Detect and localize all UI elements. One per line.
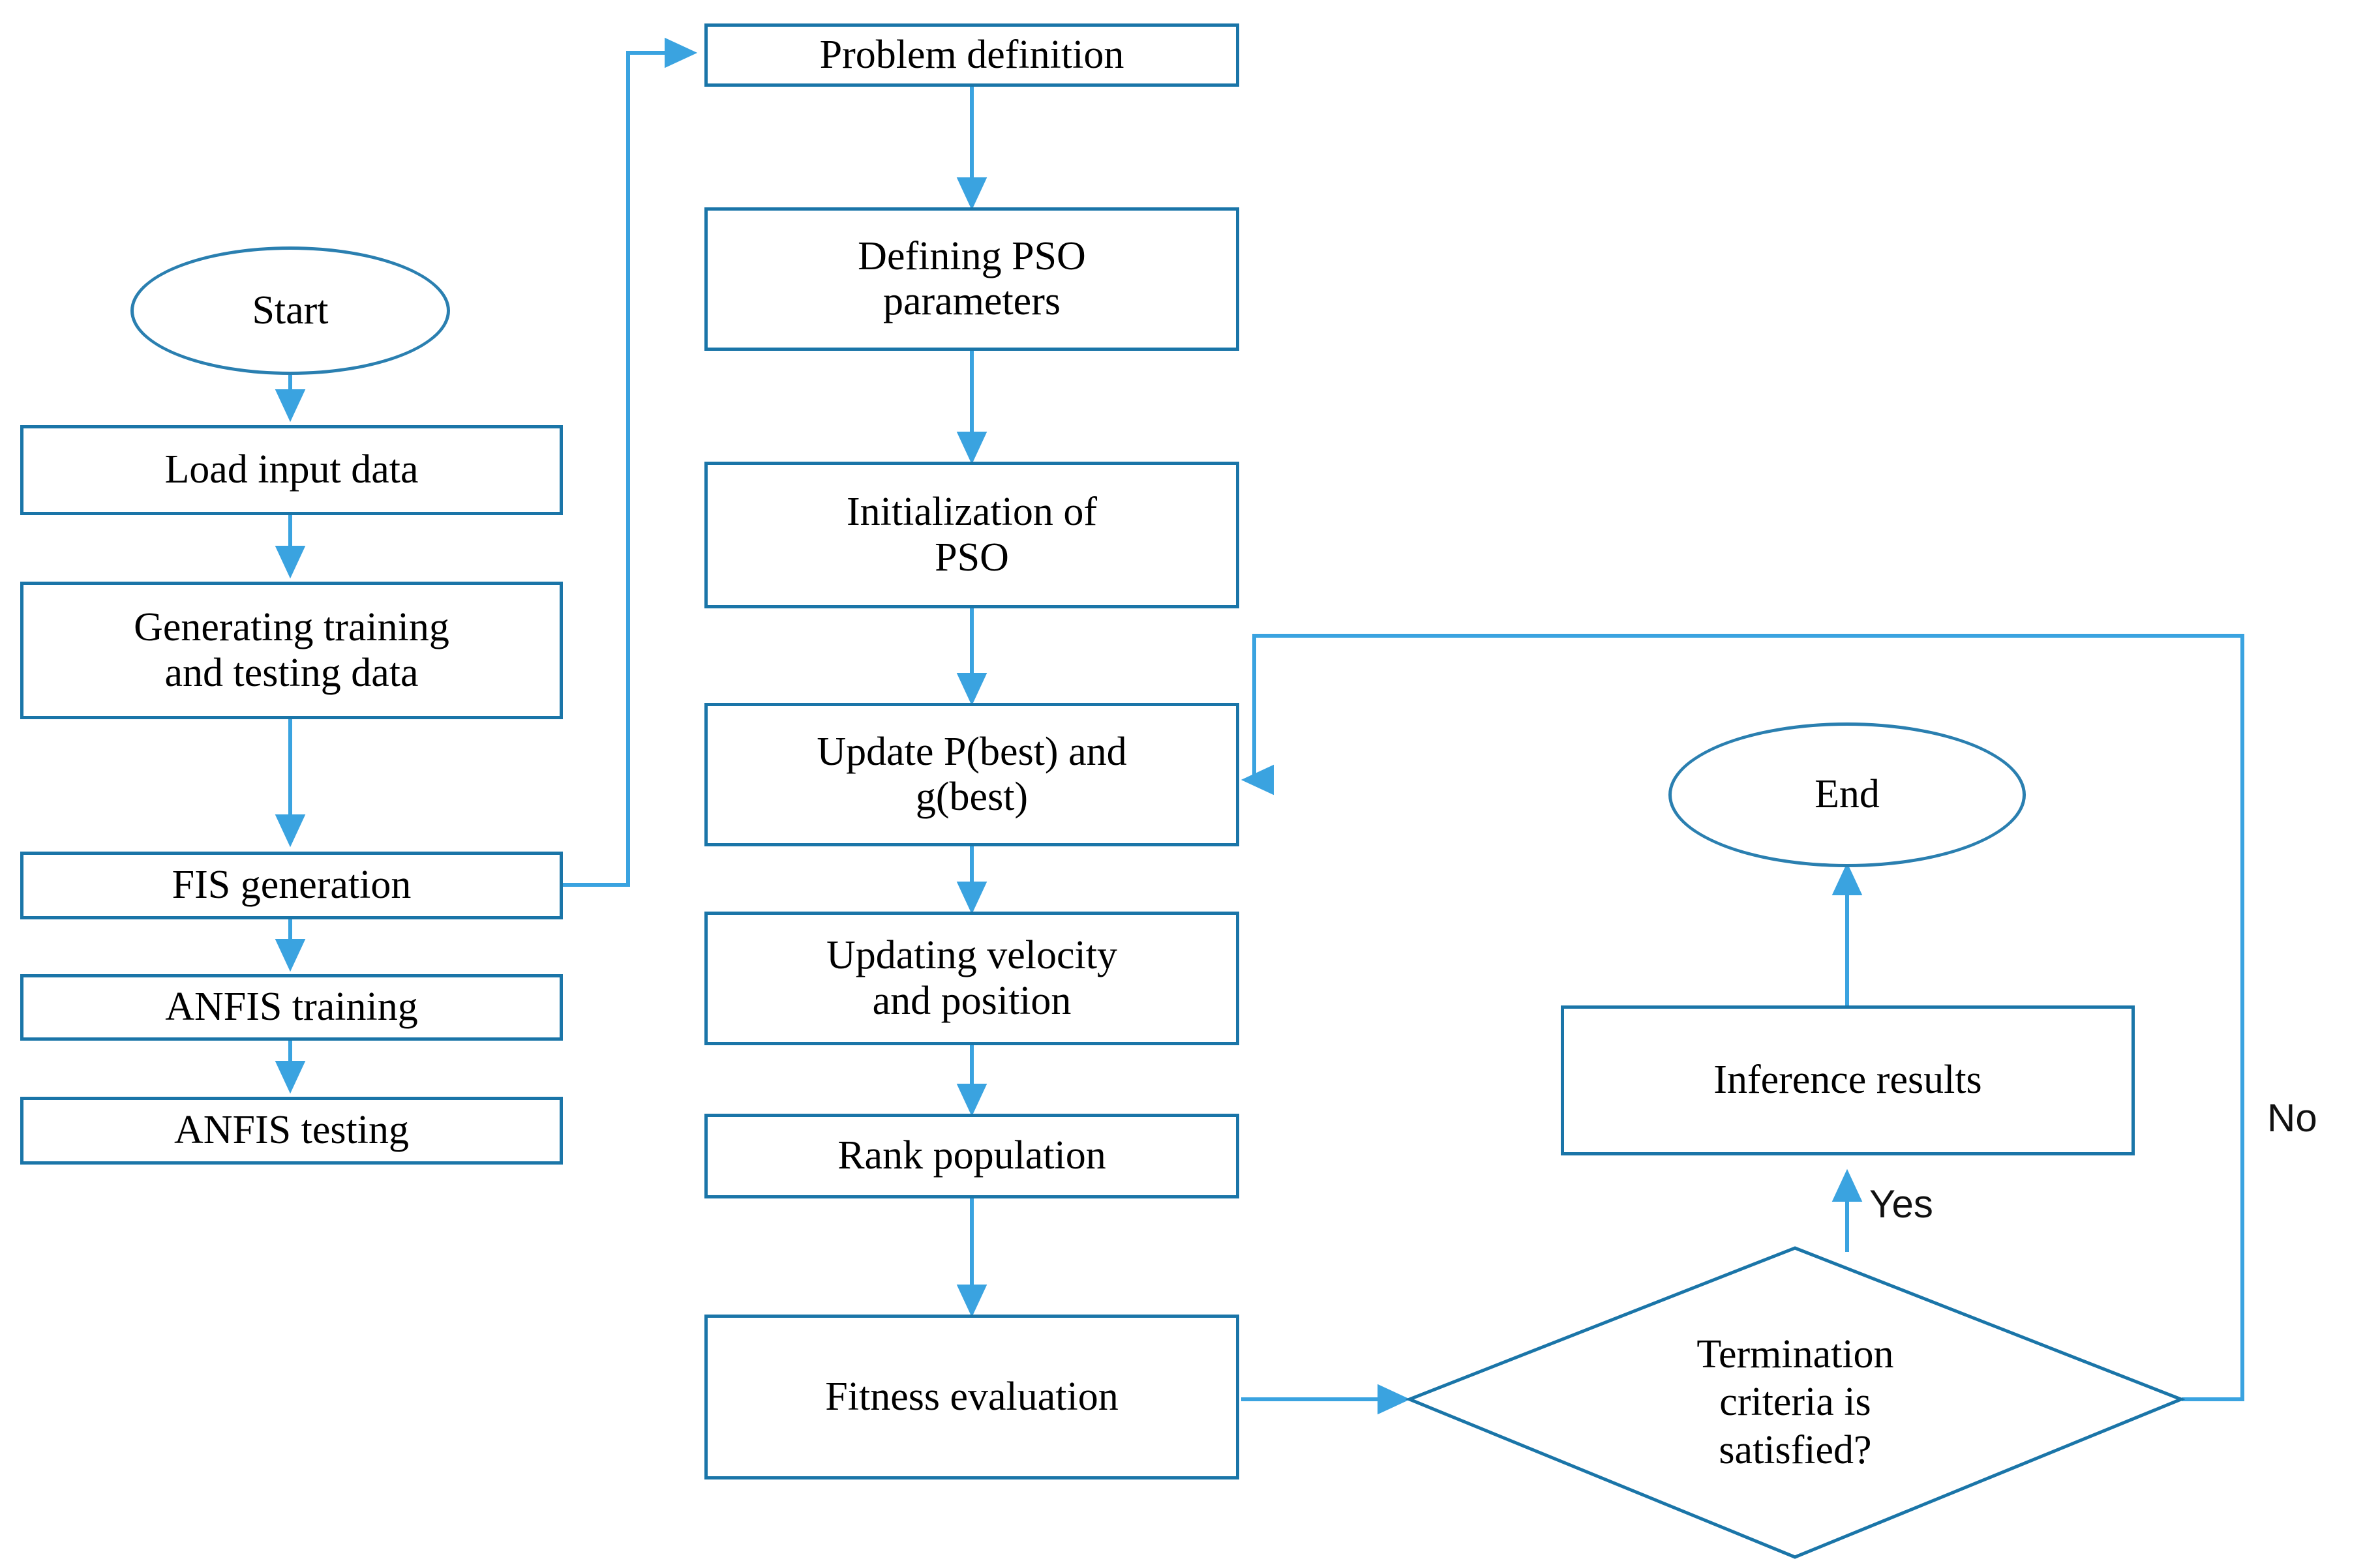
node-update-velocity-line1: Updating velocity <box>826 933 1117 978</box>
edge-fis-to-problemdef <box>563 37 698 887</box>
edge-label-yes: Yes <box>1869 1182 1933 1226</box>
node-init-pso-line1: Initialization of <box>847 490 1097 535</box>
node-defining-pso-parameters[interactable]: Defining PSO parameters <box>704 207 1239 351</box>
node-update-best-line1: Update P(best) and <box>817 729 1127 774</box>
node-load-input-data[interactable]: Load input data <box>20 425 563 515</box>
node-anfis-training-label: ANFIS training <box>165 985 418 1030</box>
node-problem-definition[interactable]: Problem definition <box>704 23 1239 87</box>
node-update-velocity-line2: and position <box>872 978 1072 1023</box>
node-end-label: End <box>1815 772 1880 817</box>
node-updating-velocity-position[interactable]: Updating velocity and position <box>704 912 1239 1045</box>
node-termination-line1: Termination <box>1696 1332 1894 1377</box>
node-problem-definition-label: Problem definition <box>819 32 1124 77</box>
node-start[interactable]: Start <box>130 246 450 375</box>
node-fis-generation-label: FIS generation <box>172 863 412 908</box>
node-inference-results-label: Inference results <box>1713 1058 1982 1103</box>
node-defining-pso-line1: Defining PSO <box>858 233 1086 278</box>
node-update-pbest-gbest[interactable]: Update P(best) and g(best) <box>704 703 1239 846</box>
node-start-label: Start <box>252 288 329 333</box>
node-generating-data-line2: and testing data <box>164 650 419 695</box>
node-fitness-evaluation-label: Fitness evaluation <box>825 1374 1119 1419</box>
edge-label-yes-text: Yes <box>1869 1182 1933 1226</box>
node-termination-criteria[interactable]: Termination criteria is satisfied? <box>1406 1244 2185 1561</box>
node-generating-training-testing-data[interactable]: Generating training and testing data <box>20 582 563 719</box>
node-anfis-testing-label: ANFIS testing <box>174 1108 409 1153</box>
node-rank-population[interactable]: Rank population <box>704 1114 1239 1198</box>
node-defining-pso-line2: parameters <box>883 279 1061 323</box>
node-termination-line2: criteria is <box>1719 1380 1871 1425</box>
node-init-pso-line2: PSO <box>935 535 1009 580</box>
node-initialization-of-pso[interactable]: Initialization of PSO <box>704 462 1239 608</box>
node-rank-population-label: Rank population <box>837 1133 1106 1178</box>
diamond-shape <box>1406 1246 2185 1559</box>
node-fitness-evaluation[interactable]: Fitness evaluation <box>704 1315 1239 1479</box>
edge-label-no-text: No <box>2267 1096 2317 1140</box>
node-end[interactable]: End <box>1668 722 2026 867</box>
node-termination-line3: satisfied? <box>1719 1427 1872 1472</box>
node-anfis-testing[interactable]: ANFIS testing <box>20 1097 563 1165</box>
node-anfis-training[interactable]: ANFIS training <box>20 974 563 1041</box>
node-fis-generation[interactable]: FIS generation <box>20 852 563 919</box>
node-inference-results[interactable]: Inference results <box>1561 1005 2135 1155</box>
node-update-best-line2: g(best) <box>915 775 1029 819</box>
edge-label-no: No <box>2267 1095 2317 1140</box>
node-generating-data-line1: Generating training <box>134 605 449 650</box>
node-load-input-data-label: Load input data <box>164 447 419 492</box>
